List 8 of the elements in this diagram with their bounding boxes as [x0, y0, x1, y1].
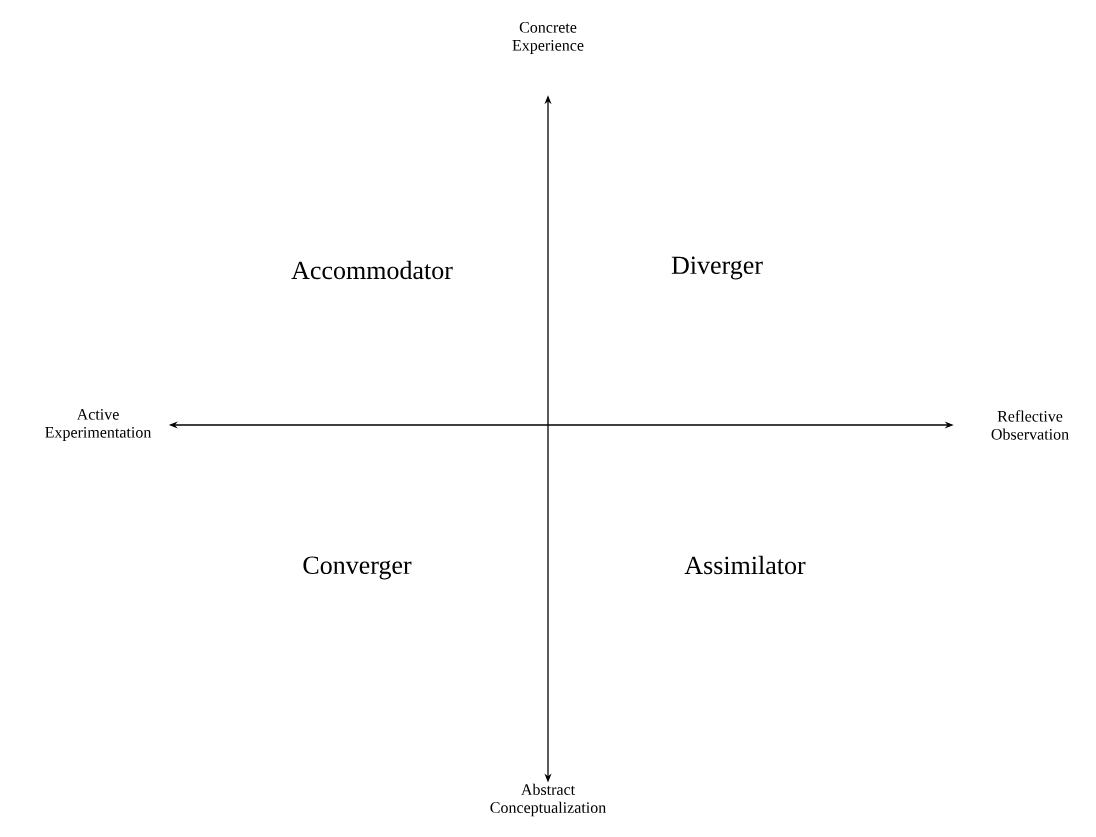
axis-label: Reflective Observation — [991, 410, 1069, 440]
axis-label: Abstract Conceptualization — [490, 783, 606, 817]
axis-label: Active Experimentation — [45, 409, 152, 441]
axis-label: Concrete Experience — [512, 22, 584, 54]
quadrant-label: Converger — [303, 556, 412, 580]
quadrant-label: Assimilator — [684, 555, 806, 575]
quadrant-label: Accommodator — [291, 260, 453, 280]
quadrant-label: Diverger — [671, 256, 763, 280]
